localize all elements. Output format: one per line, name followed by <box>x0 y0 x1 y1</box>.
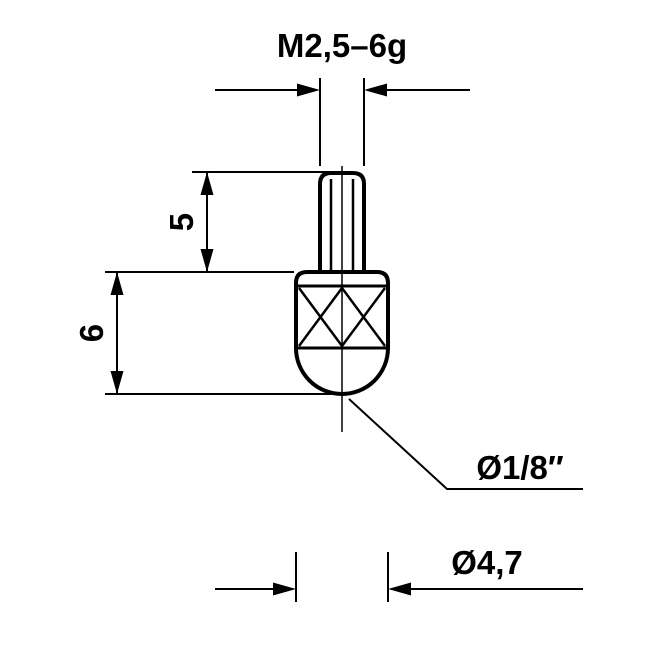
body-length-label: 6 <box>73 324 110 342</box>
stud-length-dimension <box>105 171 344 273</box>
arrowhead <box>297 83 320 97</box>
arrowhead <box>364 83 387 97</box>
body-diameter-dimension <box>215 552 583 602</box>
tip-diameter-leader <box>348 398 583 490</box>
arrowhead <box>273 582 296 596</box>
thread-label: M2,5–6g <box>277 27 407 64</box>
part-geometry <box>294 166 390 432</box>
stud-length-label: 5 <box>163 213 200 231</box>
arrowhead <box>110 272 124 295</box>
arrowhead <box>200 249 214 272</box>
crosshatch <box>297 287 387 347</box>
arrowhead <box>388 582 411 596</box>
hatch-line <box>297 287 344 347</box>
body-length-dimension <box>105 272 344 395</box>
thread-dimension <box>215 78 470 166</box>
hatch-line <box>340 287 387 347</box>
leader-line <box>348 398 583 490</box>
tip-diameter-label: Ø1/8″ <box>476 449 564 486</box>
body-diameter-label: Ø4,7 <box>451 544 523 581</box>
arrowhead <box>110 371 124 394</box>
probe-body-outline <box>294 270 390 396</box>
arrowhead <box>200 172 214 195</box>
